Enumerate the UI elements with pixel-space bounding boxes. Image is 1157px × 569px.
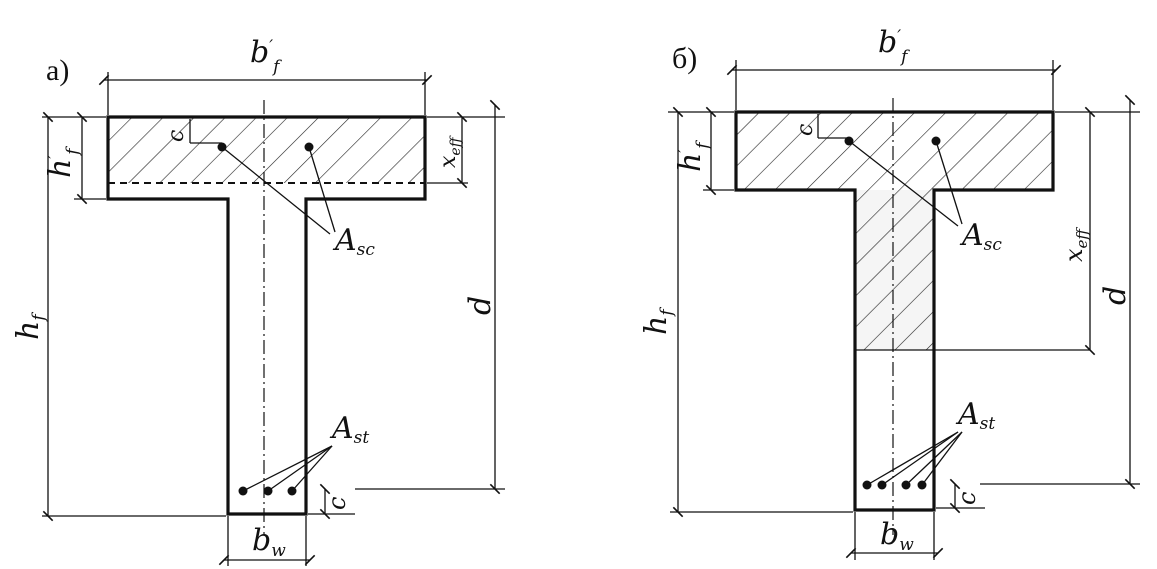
- ast-label: Ast: [329, 411, 369, 448]
- compression-zone-hatch: [736, 112, 1053, 350]
- compression-zone-hatch: [108, 117, 425, 183]
- ast-leader: [242, 445, 333, 492]
- x-eff-label: xeff: [1060, 227, 1091, 262]
- panel-a: а) b′f h′f hf xeff d b: [11, 35, 505, 566]
- ast-leader: [291, 445, 333, 492]
- c-bottom-label: c: [323, 497, 351, 510]
- d-label: d: [463, 296, 498, 315]
- c-top-label: c: [164, 130, 189, 142]
- ast-leader: [905, 431, 963, 486]
- panel-b-label: б): [672, 42, 697, 75]
- flange-height-label: h′f: [43, 146, 83, 178]
- ast-leader: [866, 431, 959, 486]
- ast-label: Ast: [955, 397, 995, 434]
- web-width-label: bw: [252, 523, 286, 561]
- total-height-label: hf: [11, 312, 49, 340]
- panel-b: б) b′f h′f hf xeff d: [639, 25, 1140, 560]
- t-section-outline: [106, 115, 427, 516]
- flange-width-label: b′f: [878, 25, 910, 67]
- web-width-label: bw: [880, 517, 914, 555]
- asc-label: Asc: [332, 223, 375, 260]
- d-label: d: [1098, 286, 1133, 305]
- ast-leader: [881, 431, 959, 486]
- c-top-label: c: [793, 124, 818, 136]
- asc-leader: [848, 140, 959, 227]
- flange-width-label: b′f: [250, 35, 282, 77]
- ast-leader: [921, 431, 963, 486]
- flange-height-label: h′f: [673, 140, 713, 172]
- asc-leader: [308, 146, 336, 233]
- asc-leader: [935, 140, 963, 225]
- c-bottom-label: c: [953, 492, 981, 505]
- ast-leader: [267, 445, 333, 492]
- asc-leader: [221, 146, 331, 235]
- t-section-outline: [734, 110, 1055, 512]
- total-height-label: hf: [639, 307, 677, 335]
- x-eff-label: xeff: [436, 135, 464, 168]
- asc-label: Asc: [959, 218, 1002, 255]
- panel-a-label: а): [46, 54, 69, 87]
